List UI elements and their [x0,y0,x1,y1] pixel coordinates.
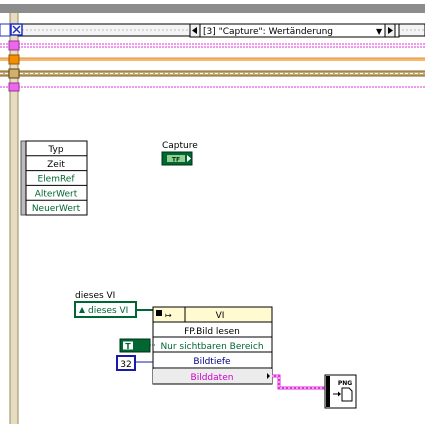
event-data-item-alterwert: AlterWert [35,189,78,199]
capture-label: Capture [162,141,198,151]
num-constant[interactable] [116,355,136,371]
case-selector-label: [3] "Capture": Wertänderung [203,27,333,37]
wire-bilddaten [272,374,325,390]
file-icon [341,387,353,402]
tunnel-orange [8,54,20,65]
this-vi-ref-icon [79,307,85,313]
num-constant-value: 32 [120,360,131,370]
event-data-item-elemref: ElemRef [37,175,75,185]
this-vi-constant-text: dieses VI [88,306,128,316]
property-row-bilddaten: Bilddaten [191,373,234,383]
property-row-fp-bild-lesen: FP.Bild lesen [184,327,240,337]
loop-iteration-terminal[interactable] [0,23,11,37]
property-row-nur-sichtbaren-bereich: Nur sichtbaren Bereich [160,342,263,352]
event-data-item-neuerwert: NeuerWert [32,204,81,214]
event-data-item-typ: Typ [47,145,63,155]
png-vi-label: PNG [338,380,352,387]
tunnel-pink-2 [8,82,20,92]
event-data-node [20,140,88,216]
event-data-item-zeit: Zeit [47,160,65,170]
case-selector-arrow-icon[interactable]: ▼ [376,27,383,36]
tunnel-pink-1 [8,40,20,51]
png-vi-icon[interactable] [324,374,357,409]
bool-constant-label: T [125,342,131,351]
loop-frame-top [0,4,425,13]
this-vi-label: dieses VI [75,291,115,301]
svg-text:↦: ↦ [165,311,172,320]
property-row-bildtiefe: Bildtiefe [193,357,231,367]
wire-orange [0,58,425,61]
capture-terminal-label: TF [172,157,180,164]
loop-frame-left [10,13,18,424]
tunnel-error [8,68,20,79]
property-node-class: VI [216,311,225,321]
case-frame-right-tab [394,23,400,38]
